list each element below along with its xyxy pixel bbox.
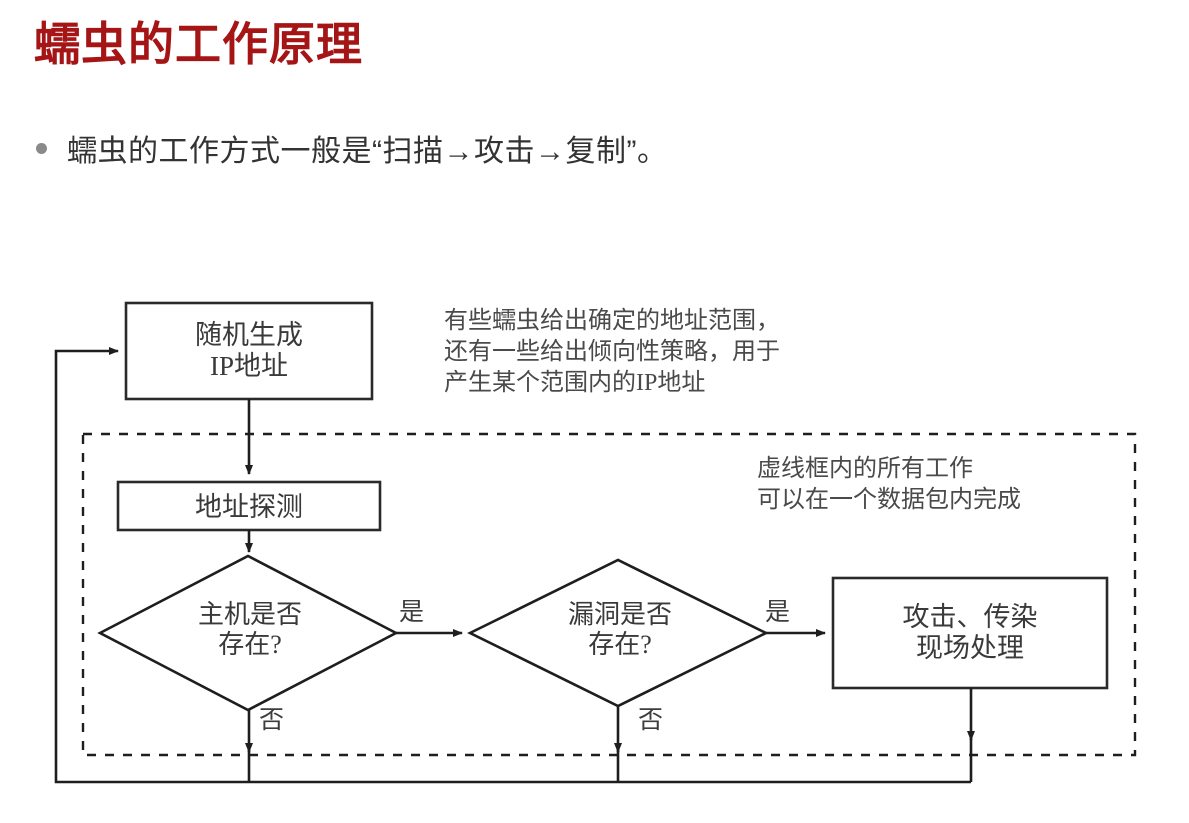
edge-return-loop-to-random-ip: [54, 347, 971, 784]
page-title: 蠕虫的工作原理: [34, 18, 363, 70]
bullet-list-item: 蠕虫的工作方式一般是“扫描→攻击→复制”。: [36, 126, 667, 170]
bullet-dot-icon: [36, 142, 47, 154]
node-attack-box: [831, 576, 1109, 690]
dashed-region-boundary: [81, 432, 1137, 757]
node-probe-box: [116, 480, 382, 532]
bullet-item-label: 蠕虫的工作方式一般是“扫描→攻击→复制”。: [67, 135, 668, 168]
node-host-question-diamond: [97, 554, 399, 712]
node-random-ip-box: [124, 301, 374, 401]
node-vuln-question-diamond: [467, 558, 769, 708]
